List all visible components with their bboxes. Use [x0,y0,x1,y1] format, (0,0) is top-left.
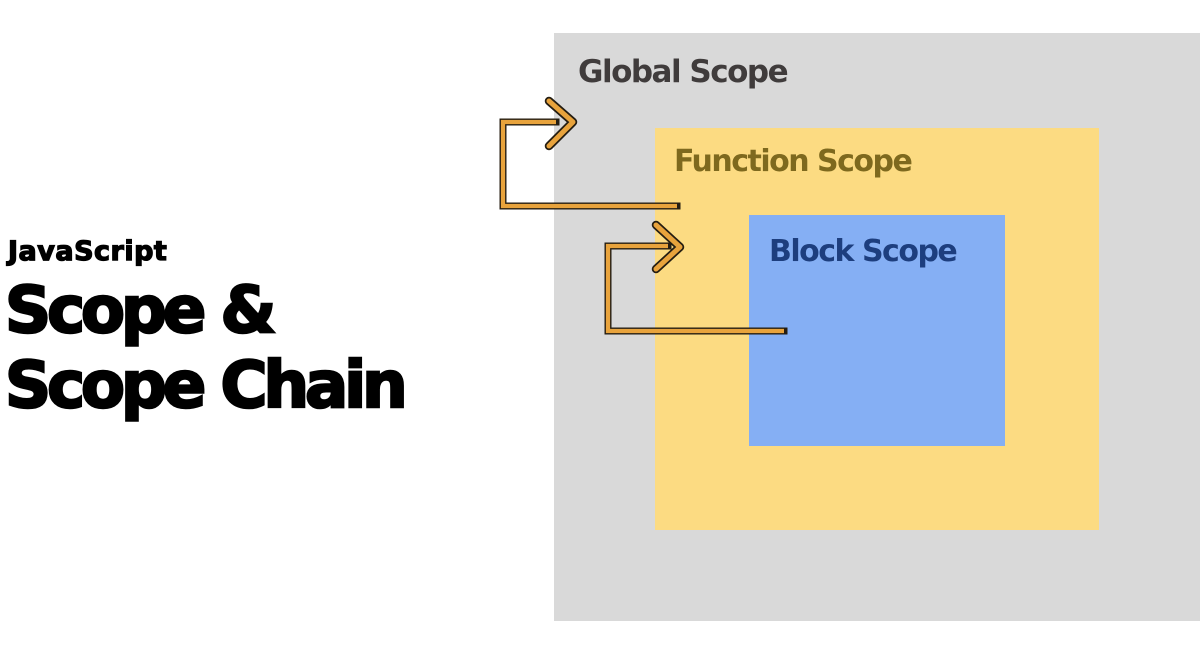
block-scope-label: Block Scope [769,234,958,269]
headline-line1: Scope & [4,274,278,348]
function-scope-label: Function Scope [674,144,913,179]
block-scope-box: Block Scope [749,215,1005,446]
kicker-text: JavaScript [7,236,168,267]
global-scope-label: Global Scope [578,54,789,90]
headline-line2: Scope Chain [4,349,409,423]
